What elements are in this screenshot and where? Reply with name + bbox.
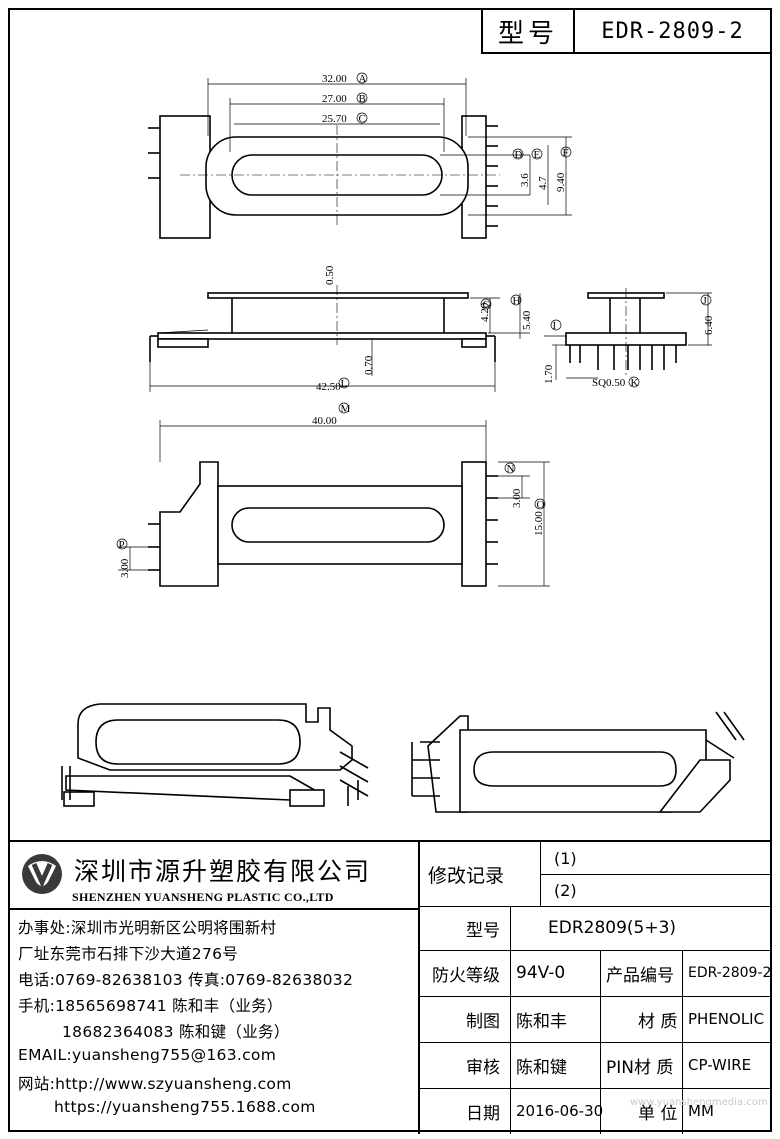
divider: [8, 908, 418, 910]
dim-D-letter: D: [515, 149, 523, 161]
dim-I-letter: I: [553, 320, 557, 332]
dim-I-value: 0.50: [324, 265, 336, 285]
date-label: 日期: [466, 1103, 500, 1124]
dim-P-letter: P: [119, 539, 125, 551]
revision-1: (1): [554, 848, 577, 868]
prodno-label: 产品编号: [606, 965, 674, 986]
dim-E-value: 4.7: [537, 176, 549, 190]
dim-N-letter: N: [507, 463, 515, 475]
dim-F-value: 9.40: [555, 172, 567, 192]
dim-F-letter: F: [563, 147, 569, 159]
side-top-plate: [207, 292, 469, 299]
dim-D-value: 3.6: [519, 173, 531, 187]
unit-label: 单 位: [638, 1103, 678, 1124]
revision-label: 修改记录: [428, 864, 505, 887]
bottom-view: 40.00 M 3.00 15.00 N O 3.00 P: [116, 402, 550, 587]
website-2: https://yuansheng755.1688.com: [54, 1098, 316, 1116]
mobile-2: 18682364083 陈和键（业务）: [62, 1023, 290, 1041]
factory-address: 厂址东莞市石排下沙大道276号: [18, 945, 239, 963]
unit-value: MM: [688, 1102, 714, 1120]
dim-H-letter: H: [513, 295, 521, 307]
dim-O-letter: O: [537, 499, 545, 511]
technical-drawing: 32.00 A 27.00 B 25.70 C 3.6 4.7 9.40 D E…: [61, 72, 745, 813]
top-view: 32.00 A 27.00 B 25.70 C 3.6 4.7 9.40 D E…: [148, 72, 572, 239]
dim-K-value: SQ0.50: [592, 377, 626, 389]
dim-N-value: 3.00: [511, 488, 523, 508]
dim-O-value: 15.00: [533, 511, 545, 536]
dim-H-value: 5.40: [521, 310, 533, 330]
pin-material-value: CP-WIRE: [688, 1056, 752, 1074]
dim-P-value: 3.00: [119, 558, 131, 578]
bottom-window: [231, 507, 445, 543]
dim-R-value: 1.70: [543, 364, 555, 384]
side-view: 0.50 0.70 4.20 5.40 G H 42.50 L: [149, 265, 533, 393]
dim-J-value: 6.40: [703, 315, 715, 335]
fire-label: 防火等级: [432, 965, 500, 986]
bottom-left-flange: [159, 461, 219, 587]
date-value: 2016-06-30: [516, 1102, 604, 1120]
phone-fax: 电话:0769-82638103 传真:0769-82638032: [18, 971, 354, 989]
fire-row: 防火等级 94V-0 产品编号 EDR-2809-2: [420, 950, 772, 997]
dim-M-value: 40.00: [312, 415, 337, 427]
header-block: 型号 EDR-2809-2: [481, 8, 772, 54]
company-name-cn: 深圳市源升塑胶有限公司: [74, 857, 372, 886]
bottom-right-flange: [461, 461, 487, 587]
model-row: 型号 EDR2809(5+3): [420, 906, 772, 951]
title-block: 深圳市源升塑胶有限公司 SHENZHEN YUANSHENG PLASTIC C…: [8, 840, 772, 1134]
side-base-plate: [157, 332, 487, 340]
draw-label: 制图: [466, 1011, 500, 1032]
top-right-flange: [461, 115, 487, 239]
end-view: 6.40 J I 1.70 SQ0.50 K: [543, 288, 715, 389]
prodno-value: EDR-2809-2: [688, 965, 772, 981]
dim-B-value: 27.00: [322, 93, 347, 105]
company-logo-icon: [22, 854, 62, 894]
email: EMAIL:yuansheng755@163.com: [18, 1046, 277, 1064]
pin-material-label: PIN材 质: [606, 1057, 674, 1078]
dim-G-letter: G: [483, 299, 491, 311]
drawing-frame: [8, 8, 772, 1132]
check-row: 审核 陈和键 PIN材 质 CP-WIRE: [420, 1042, 772, 1089]
header-label: 型号: [483, 10, 575, 52]
isometric-view-left: [61, 703, 369, 807]
material-value: PHENOLIC: [688, 1010, 765, 1028]
revision-2: (2): [554, 880, 577, 900]
revision-row: 修改记录 (1) (2): [420, 842, 772, 907]
dim-E-letter: E: [534, 149, 541, 161]
company-info-panel: 深圳市源升塑胶有限公司 SHENZHEN YUANSHENG PLASTIC C…: [8, 842, 420, 1134]
isometric-view-right: [411, 711, 745, 813]
company-name-en: SHENZHEN YUANSHENG PLASTIC CO.,LTD: [72, 890, 334, 904]
fire-value: 94V-0: [516, 963, 566, 983]
dim-B-letter: B: [359, 93, 366, 105]
check-value: 陈和键: [516, 1057, 567, 1078]
dim-L-letter: L: [341, 378, 348, 390]
dim-C-value: 25.70: [322, 113, 347, 125]
dim-M-letter: M: [341, 403, 351, 415]
dim-J-letter: J: [703, 295, 708, 307]
office-address: 办事处:深圳市光明新区公明将围新村: [18, 919, 277, 937]
material-label: 材 质: [638, 1011, 678, 1032]
spec-table: 修改记录 (1) (2) 型号 EDR2809(5+3) 防火等级 94V-0 …: [420, 842, 772, 1134]
mobile-1: 手机:18565698741 陈和丰（业务）: [18, 997, 283, 1015]
dim-C-letter: C: [359, 113, 366, 125]
dim-Q-value: 0.70: [363, 355, 375, 375]
date-row: 日期 2016-06-30 单 位 MM: [420, 1088, 772, 1134]
dim-A-letter: A: [359, 73, 367, 85]
check-label: 审核: [466, 1057, 500, 1078]
dim-A-value: 32.00: [322, 73, 347, 85]
website-1: 网站:http://www.szyuansheng.com: [18, 1075, 292, 1093]
draw-row: 制图 陈和丰 材 质 PHENOLIC: [420, 996, 772, 1043]
watermark: www.yuanshengmedia.com: [630, 1097, 768, 1108]
bottom-body: [217, 485, 463, 565]
model-label: 型号: [466, 920, 500, 941]
dim-L-value: 42.50: [316, 381, 341, 393]
draw-value: 陈和丰: [516, 1011, 567, 1032]
dim-K-letter: K: [631, 377, 639, 389]
top-left-flange: [159, 115, 211, 239]
header-model: EDR-2809-2: [601, 18, 744, 44]
model-value: EDR2809(5+3): [548, 918, 677, 938]
